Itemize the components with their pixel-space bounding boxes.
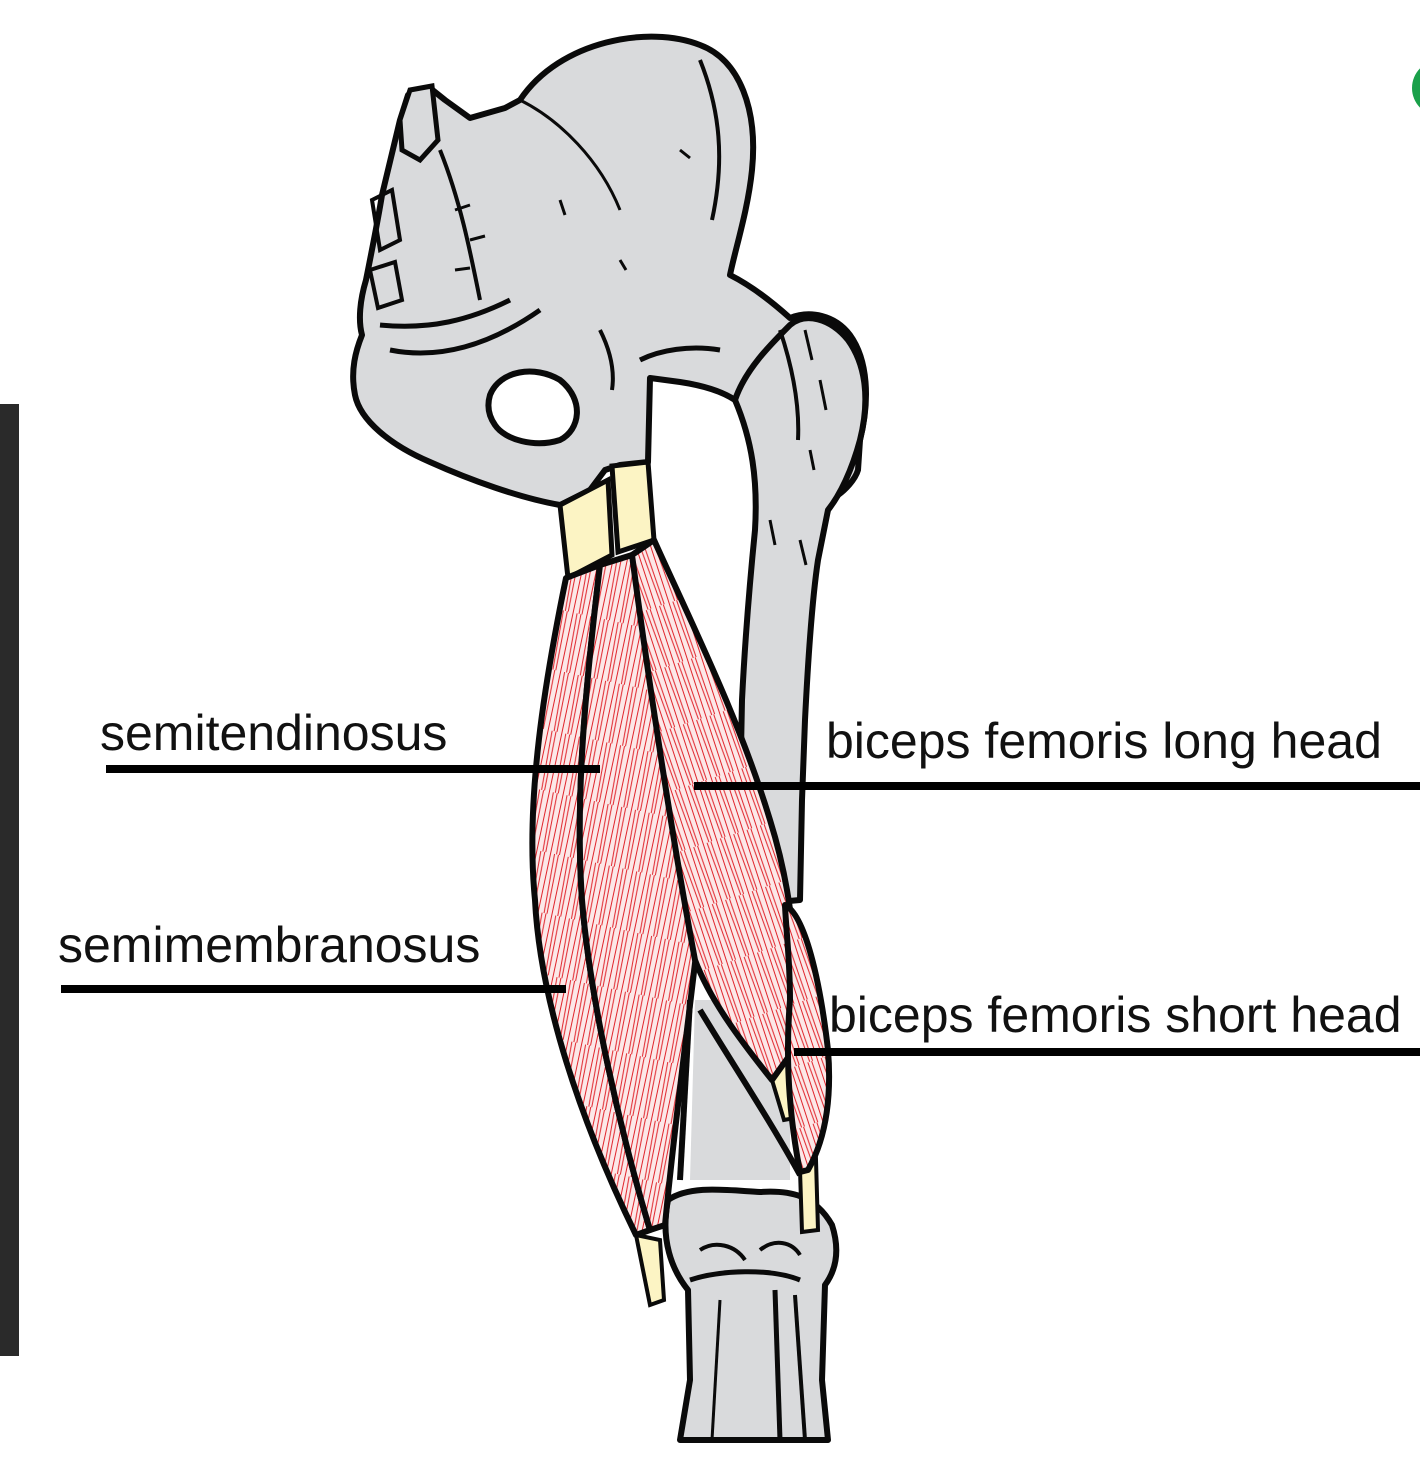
label-semimembranosus: semimembranosus <box>58 920 480 970</box>
left-edge-bar <box>0 404 19 1356</box>
label-biceps-femoris-long-head: biceps femoris long head <box>826 716 1382 766</box>
label-semitendinosus: semitendinosus <box>100 708 447 758</box>
corner-marker-circle <box>1412 60 1420 116</box>
biceps-femoris-short-head-muscle <box>785 905 829 1172</box>
label-biceps-femoris-short-head: biceps femoris short head <box>829 990 1402 1040</box>
